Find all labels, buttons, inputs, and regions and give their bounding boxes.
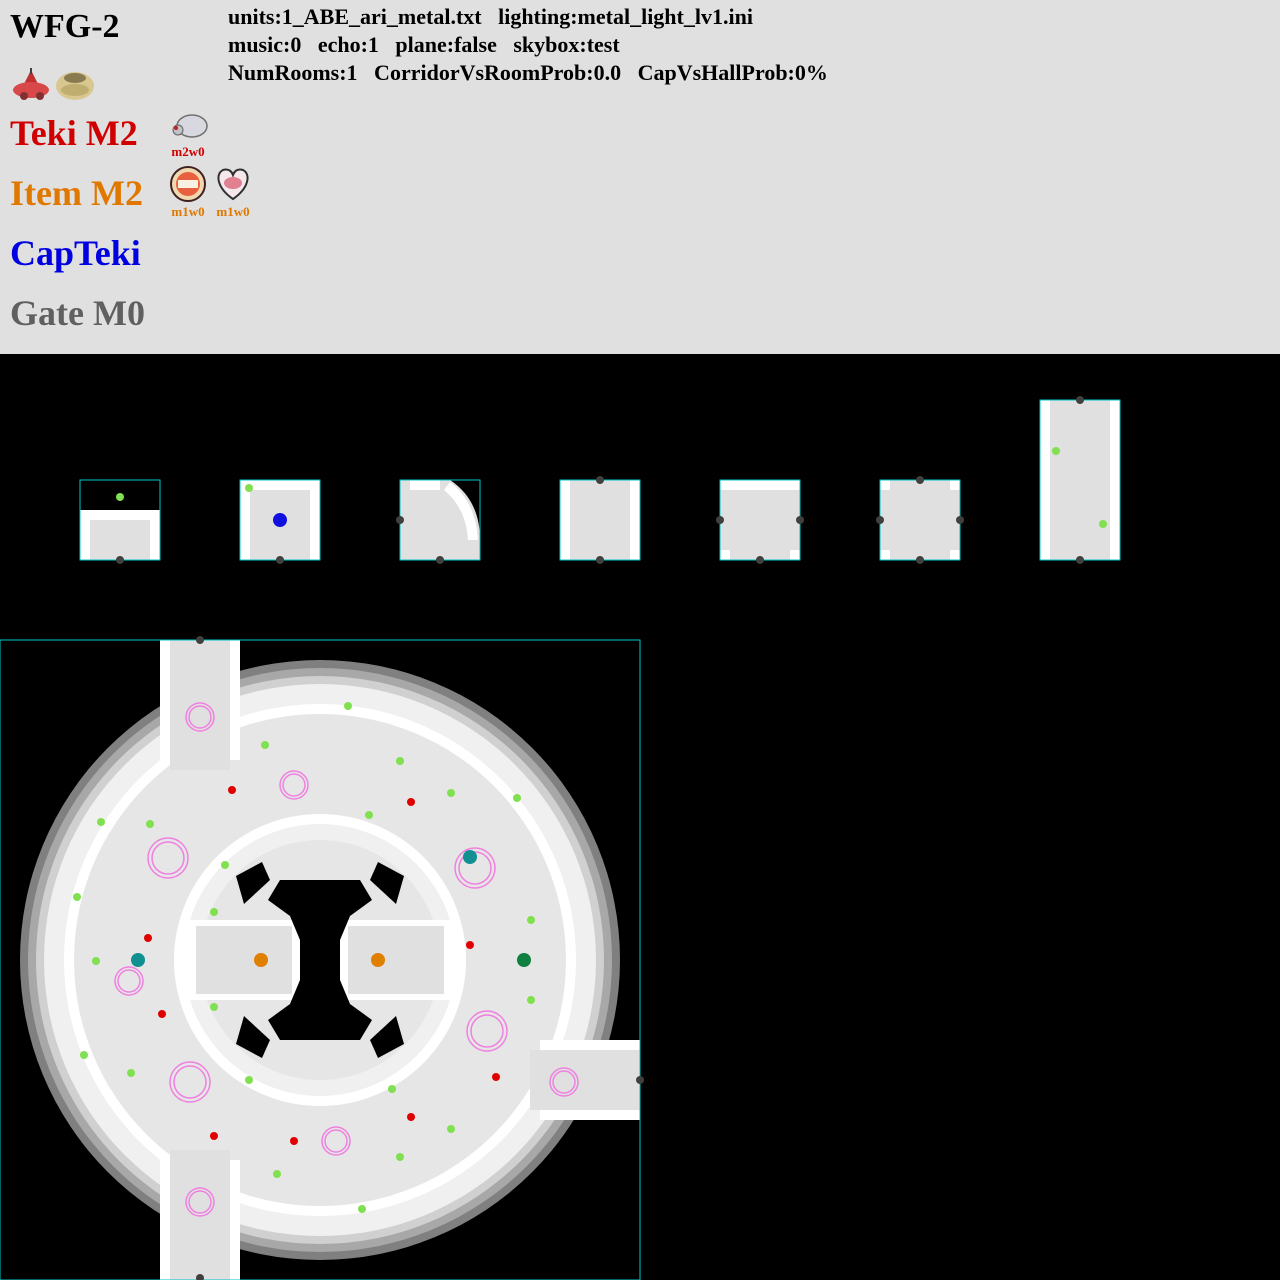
door-east [636,1076,644,1084]
unit-long-straight [1039,396,1121,564]
unit-cross [876,476,964,564]
special-spawn-west [131,953,145,967]
gate-label: Gate M0 [10,293,145,333]
capteki-spawn [273,513,287,527]
info-line-music-echo: music:0 echo:1 plane:false skybox:test [228,32,620,57]
item-spawn-left [254,953,268,967]
bulborb-larva-icon [172,114,208,138]
door-point [916,556,924,564]
unit-deadend [239,479,321,564]
treasure-can-icon [170,166,206,202]
sublevel-title: WFG-2 [10,8,120,45]
spawn-points-teki [144,786,500,1145]
special-spawn-east [517,953,531,967]
unit-cap [79,479,161,564]
cave-map [0,396,1121,1280]
door-point [596,476,604,484]
door-point [1076,556,1084,564]
special-spawn-northeast [463,850,477,864]
generated-room [0,639,641,1280]
door-point [716,516,724,524]
item-code-1: m1w0 [171,204,205,219]
onion-ship-icon [13,68,49,100]
sublevel-info-panel: WFG-2 units:1_ABE_ari_metal.txt lighting… [0,0,1280,354]
door-north [196,636,204,644]
door-point [916,476,924,484]
unit-catalog [79,396,1121,564]
spawn-point [1099,520,1107,528]
info-line-rooms-probability: NumRooms:1 CorridorVsRoomProb:0.0 CapVsH… [228,60,828,85]
door-point [1076,396,1084,404]
door-point [396,516,404,524]
treasure-meat-icon [217,168,249,201]
info-line-units-lighting: units:1_ABE_ari_metal.txt lighting:metal… [228,4,753,29]
item-code-2: m1w0 [216,204,250,219]
door-point [596,556,604,564]
treasure-pot-icon [56,72,94,100]
teki-code: m2w0 [171,144,205,159]
unit-tee [716,479,804,564]
item-label: Item M2 [10,173,143,213]
spawn-points-general [73,702,535,1213]
spawn-rings [114,702,579,1217]
item-spawn-right [371,953,385,967]
capteki-label: CapTeki [10,233,141,273]
teki-label: Teki M2 [10,113,138,153]
door-point [956,516,964,524]
door-point [436,556,444,564]
unit-corner [396,479,481,564]
spawn-point [245,484,253,492]
door-point [276,556,284,564]
door-point [876,516,884,524]
door-south [196,1274,204,1280]
spawn-point [116,493,124,501]
door-point [796,516,804,524]
door-point [116,556,124,564]
unit-straight [559,476,641,564]
central-pit [268,880,372,1040]
door-point [756,556,764,564]
spawn-point [1052,447,1060,455]
